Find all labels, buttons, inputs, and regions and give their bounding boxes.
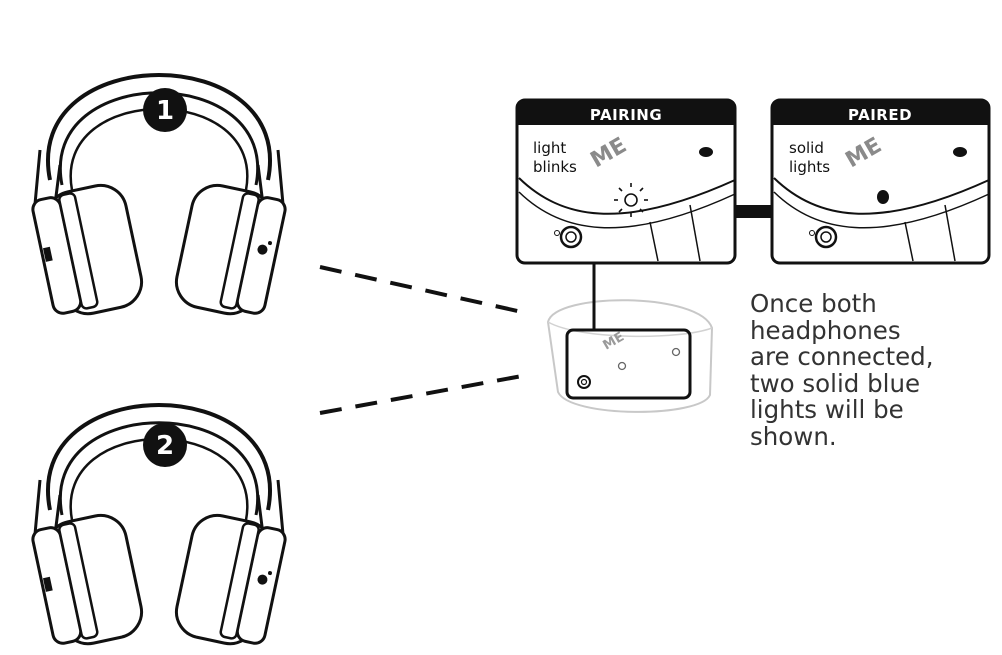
badge-1: 1 (143, 88, 187, 132)
note-line-1: Once both (750, 289, 877, 318)
pairing-note: Once both headphones are connected, two … (750, 289, 990, 451)
badge-1-number: 1 (156, 96, 174, 126)
transmitter-device: ME (546, 299, 714, 413)
pairing-panel: PAIRING light blinks ME (515, 98, 737, 265)
note-line-6: shown. (750, 421, 837, 451)
note-line-4: two solid blue (750, 368, 921, 398)
blinking-light-icon (614, 183, 648, 217)
paired-caption-line2: lights (789, 158, 830, 176)
pairing-title: PAIRING (590, 106, 662, 124)
connection-line-2 (319, 374, 523, 415)
paired-caption-line1: solid (789, 139, 824, 157)
note-line-5: lights will be (750, 395, 904, 424)
paired-title: PAIRED (848, 106, 912, 124)
connection-line-1 (319, 265, 523, 314)
paired-panel: PAIRED solid lights ME (770, 98, 991, 265)
badge-2-number: 2 (156, 431, 174, 461)
pairing-caption-line2: blinks (533, 158, 577, 176)
pairing-caption-line1: light (533, 139, 566, 157)
badge-2: 2 (143, 423, 187, 467)
note-line-2: headphones (750, 315, 901, 345)
note-line-3: are connected, (750, 342, 934, 371)
